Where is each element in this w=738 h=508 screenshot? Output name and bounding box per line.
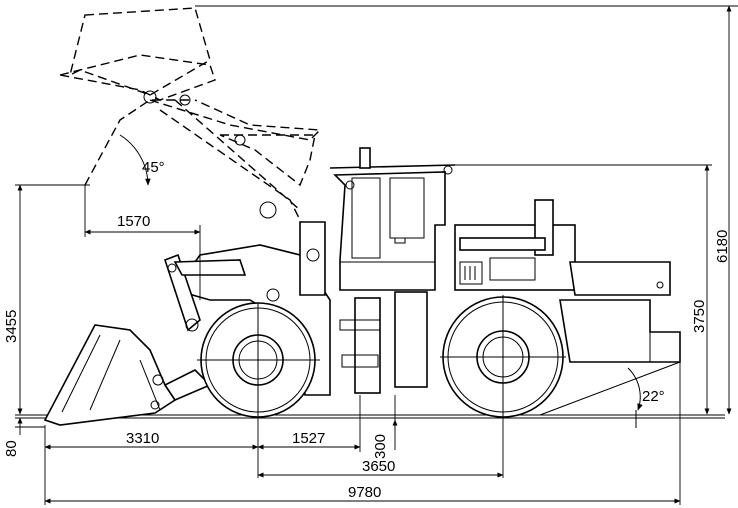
dim-wheelbase: 3650	[362, 458, 395, 475]
dim-axle-to-pivot: 1527	[292, 430, 325, 447]
dump-angle-label: 45°	[142, 159, 165, 176]
dim-ground-clearance: 80	[3, 440, 20, 457]
dim-height-cab: 3750	[691, 300, 708, 333]
departure-angle-label: 22°	[642, 388, 665, 405]
dim-dump-height: 3455	[3, 310, 20, 343]
raised-boom-outline	[59, 7, 322, 231]
dim-pivot-clearance: 300	[372, 434, 389, 459]
departure-slope	[539, 361, 681, 416]
dim-height-total: 6180	[714, 230, 731, 263]
operator-cab	[329, 147, 456, 291]
rear-body	[454, 199, 681, 363]
dump-angle-arc	[119, 134, 151, 186]
dim-front-overhang: 3310	[126, 430, 159, 447]
dim-dump-reach: 1570	[117, 213, 150, 230]
front-frame	[164, 221, 428, 396]
dim-overall-length: 9780	[348, 484, 381, 501]
lowered-bucket	[43, 324, 212, 426]
